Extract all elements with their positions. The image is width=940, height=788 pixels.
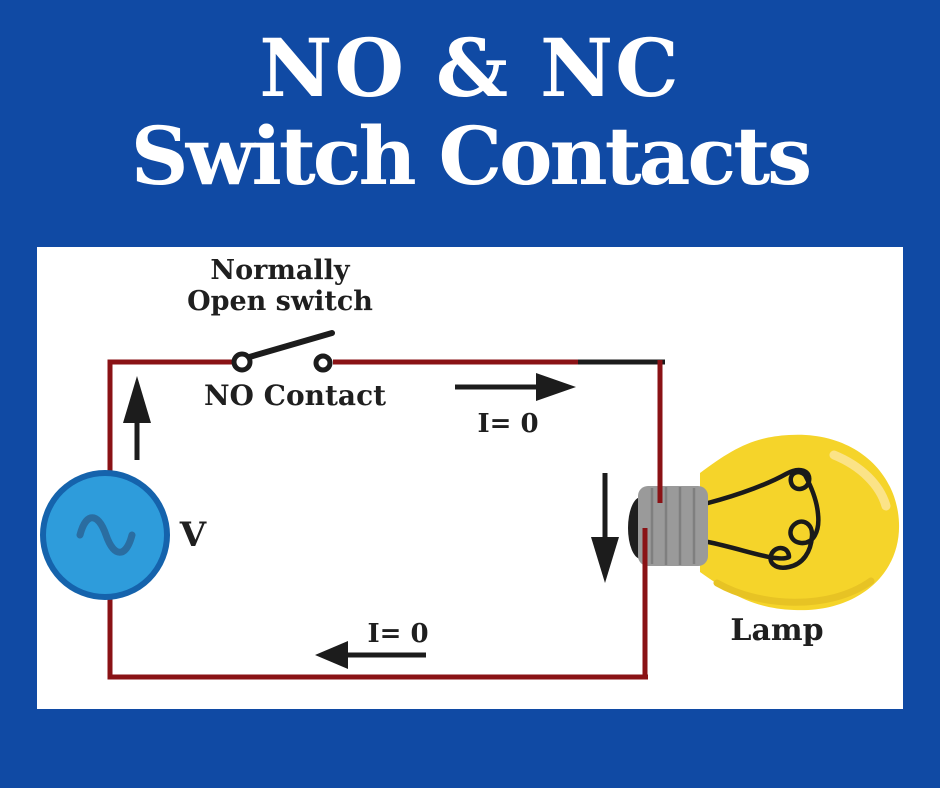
current-bottom-label: I= 0 <box>367 619 429 649</box>
current-arrows <box>123 373 619 669</box>
switch-contact-left <box>231 351 253 373</box>
circuit-wires <box>107 359 665 680</box>
bulb-shade-arc <box>713 577 875 606</box>
title-line-2: Switch Contacts <box>130 109 812 203</box>
switch-name-line-2: Open switch <box>187 286 373 317</box>
lamp-icon <box>628 434 900 611</box>
wire-bottom-left <box>107 597 648 680</box>
switch-contact-right <box>313 353 333 373</box>
voltage-source-icon <box>40 470 170 600</box>
switch-lever <box>243 330 335 361</box>
base-ridges <box>650 487 696 565</box>
no-contact-label: NO Contact <box>203 379 387 412</box>
switch-name-line-1: Normally <box>210 255 350 286</box>
sine-wave-icon <box>76 514 136 556</box>
switch-name-label: Normally Open switch <box>180 255 380 317</box>
arrow-down-icon <box>591 473 619 583</box>
voltage-label: V <box>179 515 207 555</box>
bulb-highlight-icon <box>829 450 891 511</box>
current-top-label: I= 0 <box>477 409 539 439</box>
arrow-left-icon <box>315 641 426 669</box>
bulb-base <box>638 486 708 566</box>
wire-left-top <box>107 359 232 473</box>
diagram-panel: Normally Open switch NO Contact I= 0 I= … <box>37 247 903 709</box>
arrow-right-icon <box>455 373 576 401</box>
lamp-label: Lamp <box>730 613 824 648</box>
filament-icon <box>705 467 821 570</box>
title-line-1: NO & NC <box>259 21 681 115</box>
switch-symbol <box>231 330 335 373</box>
arrow-up-icon <box>123 376 151 460</box>
circuit-diagram <box>40 330 900 680</box>
